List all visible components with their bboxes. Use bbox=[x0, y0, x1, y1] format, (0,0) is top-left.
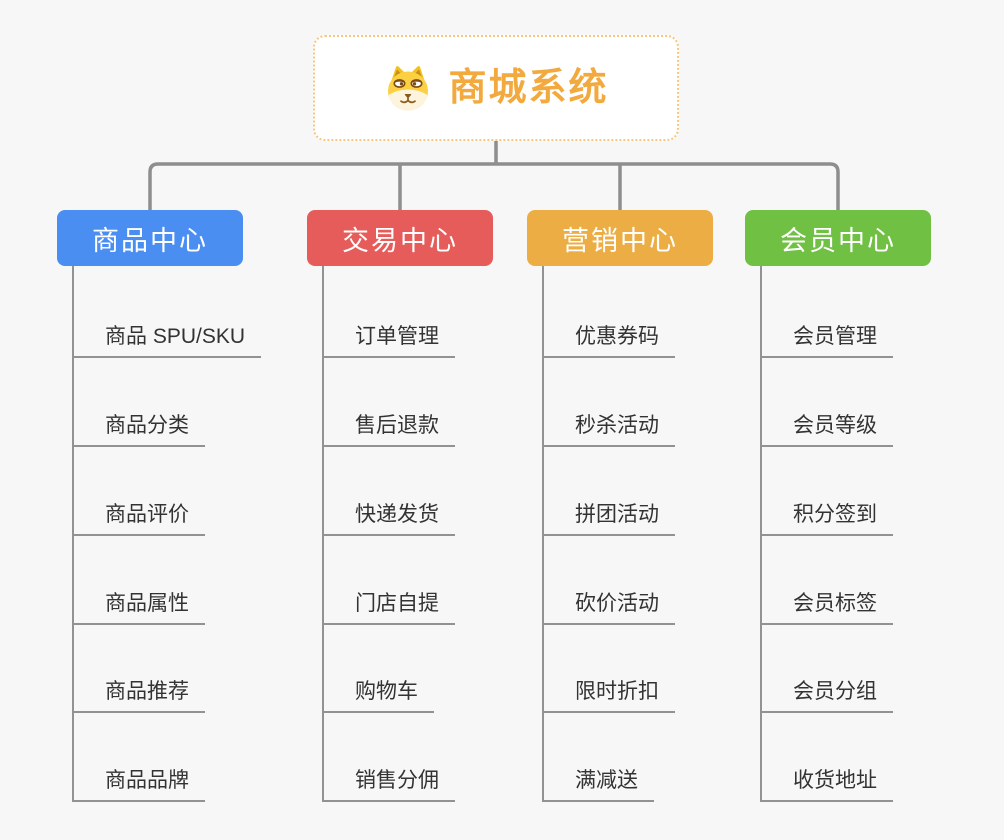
branch-member-center: 会员中心 会员管理 会员等级 积分签到 会员标签 会员分组 收货地址 bbox=[745, 210, 1004, 810]
node-points-checkin[interactable]: 积分签到 bbox=[760, 498, 893, 536]
node-aftersale-refund[interactable]: 售后退款 bbox=[322, 409, 455, 447]
branch-header-product-center[interactable]: 商品中心 bbox=[57, 210, 243, 266]
node-shopping-cart[interactable]: 购物车 bbox=[322, 675, 434, 713]
node-product-attribute[interactable]: 商品属性 bbox=[72, 587, 205, 625]
node-bargain-activity[interactable]: 砍价活动 bbox=[542, 587, 675, 625]
node-member-level[interactable]: 会员等级 bbox=[760, 409, 893, 447]
branch-header-trade-center[interactable]: 交易中心 bbox=[307, 210, 493, 266]
branch-product-center: 商品中心 商品 SPU/SKU 商品分类 商品评价 商品属性 商品推荐 商品品牌 bbox=[57, 210, 317, 810]
node-member-group[interactable]: 会员分组 bbox=[760, 675, 893, 713]
tree-connector-lines bbox=[148, 141, 840, 210]
node-member-tag[interactable]: 会员标签 bbox=[760, 587, 893, 625]
root-node-mall-system[interactable]: 商城系统 bbox=[313, 35, 679, 141]
node-product-category[interactable]: 商品分类 bbox=[72, 409, 205, 447]
node-product-recommend[interactable]: 商品推荐 bbox=[72, 675, 205, 713]
root-title: 商城系统 bbox=[448, 67, 609, 109]
branch-trade-center: 交易中心 订单管理 售后退款 快递发货 门店自提 购物车 销售分佣 bbox=[307, 210, 567, 810]
node-flash-sale[interactable]: 秒杀活动 bbox=[542, 409, 675, 447]
node-group-buy[interactable]: 拼团活动 bbox=[542, 498, 675, 536]
node-product-review[interactable]: 商品评价 bbox=[72, 498, 205, 536]
branch-header-marketing-center[interactable]: 营销中心 bbox=[527, 210, 713, 266]
node-express-delivery[interactable]: 快递发货 bbox=[322, 498, 455, 536]
node-member-management[interactable]: 会员管理 bbox=[760, 320, 893, 358]
branch-header-member-center[interactable]: 会员中心 bbox=[745, 210, 931, 266]
node-product-spu-sku[interactable]: 商品 SPU/SKU bbox=[72, 320, 262, 358]
node-limited-time-discount[interactable]: 限时折扣 bbox=[542, 675, 675, 713]
dog-face-icon bbox=[388, 66, 429, 111]
node-sales-commission[interactable]: 销售分佣 bbox=[322, 764, 455, 802]
node-product-brand[interactable]: 商品品牌 bbox=[72, 764, 205, 802]
node-shipping-address[interactable]: 收货地址 bbox=[760, 764, 893, 802]
branch-marketing-center: 营销中心 优惠券码 秒杀活动 拼团活动 砍价活动 限时折扣 满减送 bbox=[527, 210, 787, 810]
node-full-reduction[interactable]: 满减送 bbox=[542, 764, 654, 802]
node-coupon-code[interactable]: 优惠券码 bbox=[542, 320, 675, 358]
node-order-management[interactable]: 订单管理 bbox=[322, 320, 455, 358]
node-store-pickup[interactable]: 门店自提 bbox=[322, 587, 455, 625]
